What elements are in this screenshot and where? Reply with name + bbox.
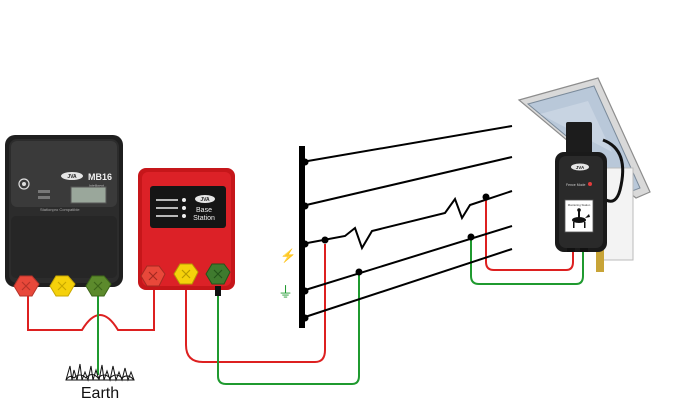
remote-screen-text: Monitoring Station [568,203,591,207]
base-station-brand: JVA [200,197,210,203]
remote-brand: JVA [576,165,585,170]
energizer-live-lead [27,290,155,331]
jva-logo [61,172,83,180]
remote-live-lead [485,198,574,271]
wire-node [301,240,309,248]
energizer-terminal-yellow [49,275,76,297]
earth-grass-icon [65,363,135,382]
wire-node [301,314,309,322]
fence-wire-3 [301,190,513,251]
remote-unit: JVA Fence Mode Monitoring Station [555,152,607,252]
remote-live-node [482,193,490,201]
solar-cable [602,138,625,203]
remote-bracket [566,122,592,156]
earth-label: Earth [81,385,119,400]
wire-node [301,287,309,295]
remote-earth-lead [470,238,584,285]
jva-logo [571,163,589,171]
base-station-unit: JVA Base Station [138,168,235,296]
energizer-display [70,186,107,204]
wire-node [301,202,309,210]
energizer-brand: JVA [67,174,77,180]
base-terminal-red [140,265,166,287]
base-live-lead [185,244,326,363]
energizer-model: MB16 [88,172,112,182]
wire-node [301,158,309,166]
fence-wire-4 [301,225,513,292]
jva-logo [195,195,215,203]
earth-connection-node [355,268,363,276]
base-station-title-1: Base [196,207,212,214]
fence-wire-2 [301,156,513,207]
live-symbol: ⚡ [280,248,296,264]
energizer-subtext: Stationpro Compatible [40,207,80,212]
horse-rider-icon [572,208,590,228]
earth-symbol: ⏚ [278,284,293,301]
remote-led [588,182,592,186]
base-station-title-2: Station [193,215,215,222]
energizer-terminal-green [85,275,112,297]
base-earth-lead [217,272,360,385]
base-terminal-green [205,263,231,285]
fence-wire-1 [301,125,513,163]
energizer-tagline: Intelligent [89,184,104,188]
energizer-unit: JVA MB16 Intelligent Stationpro Compatib… [5,135,123,297]
energizer-terminal-red [13,275,40,297]
remote-mode-label: Fence Mode [566,183,586,187]
fence-wire-5 [301,248,513,319]
remote-earth-node [467,233,475,241]
live-connection-node [321,236,329,244]
base-terminal-yellow [173,263,199,285]
wireless-icon [18,178,30,190]
